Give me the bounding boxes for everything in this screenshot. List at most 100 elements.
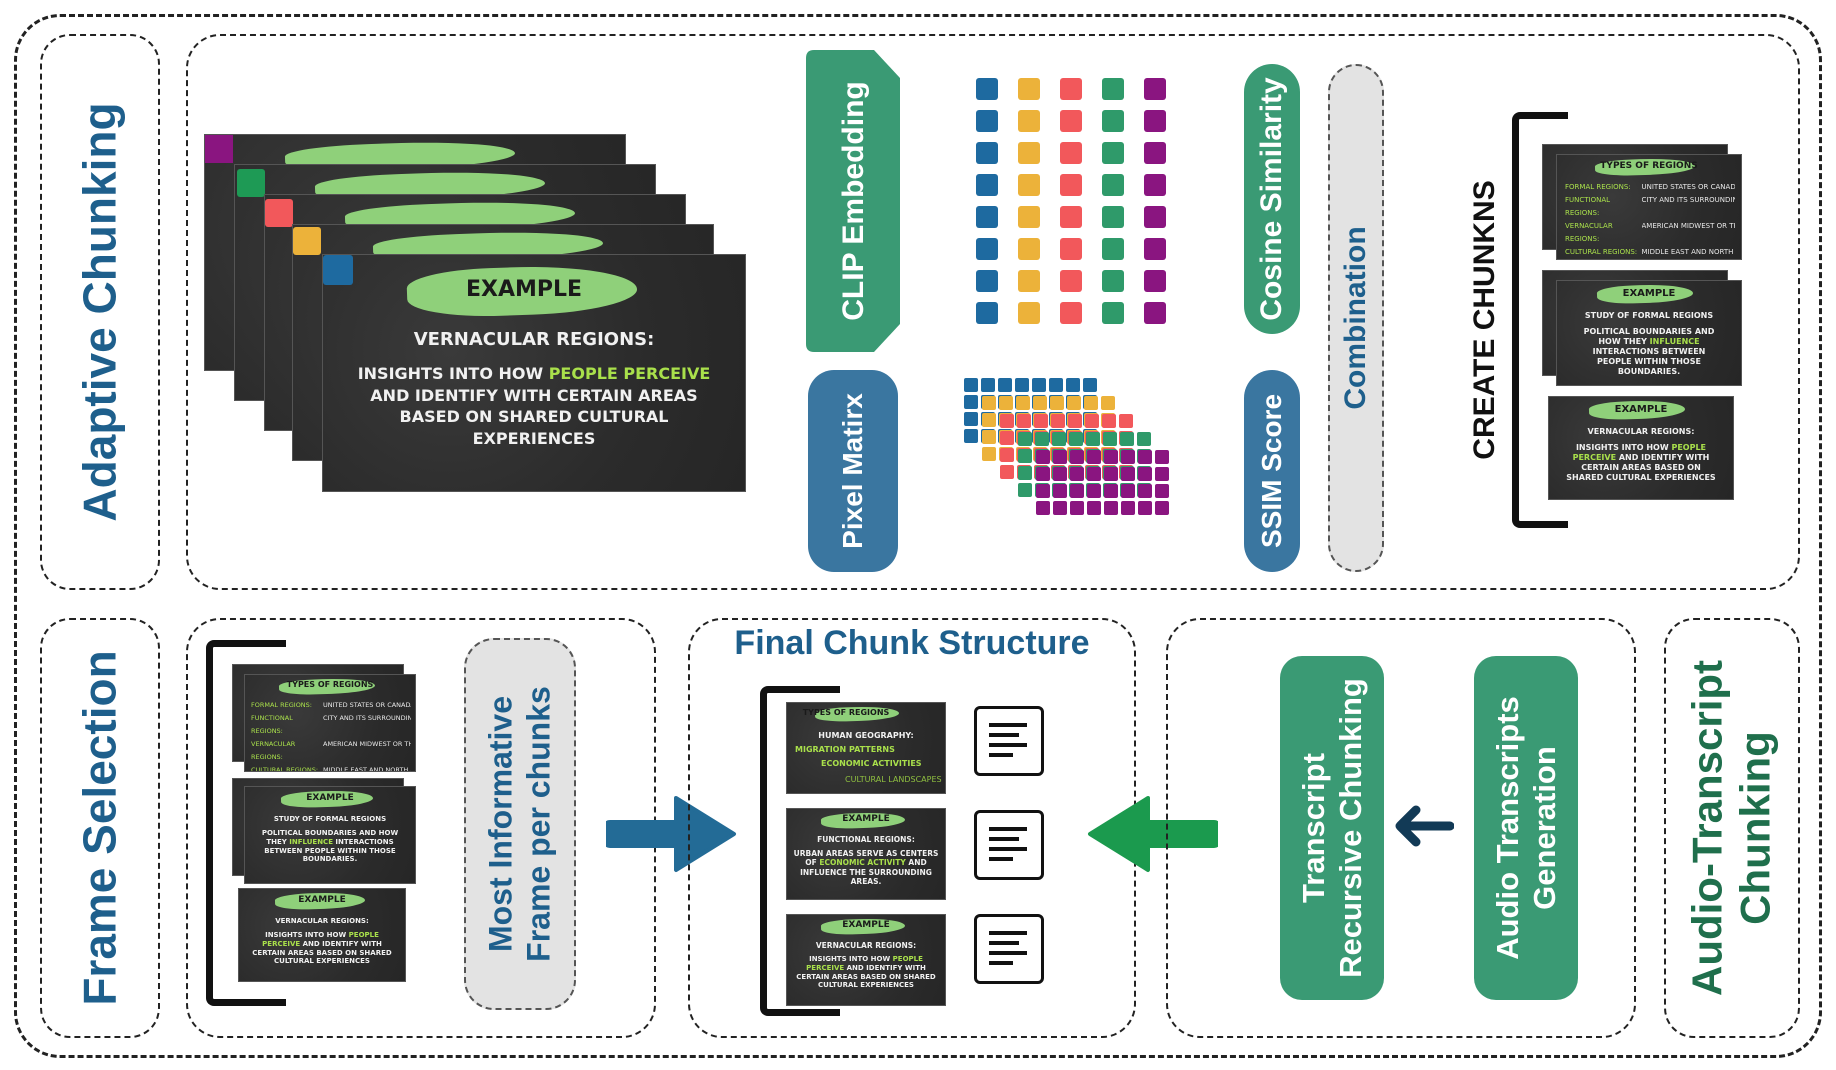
pixel-cell xyxy=(1137,432,1151,446)
slide-body: INSIGHTS INTO HOW PEOPLE PERCEIVE AND ID… xyxy=(323,363,745,449)
types-row: FORMAL REGIONS:UNITED STATES OR CANADA xyxy=(251,699,411,712)
types-row-example: CITY AND ITS SURROUNDING SUBURBS xyxy=(323,714,411,722)
pixel-cell xyxy=(1070,450,1084,464)
pixel-cell xyxy=(1032,378,1046,392)
embedding-cell xyxy=(976,174,998,196)
embedding-cell xyxy=(976,110,998,132)
most-informative-line-2: Frame per chunks xyxy=(521,686,557,962)
embedding-cell xyxy=(1144,238,1166,260)
frame-types-rows: FORMAL REGIONS:UNITED STATES OR CANADA FU… xyxy=(251,699,411,772)
embedding-cell xyxy=(1102,78,1124,100)
audio-generation-line-1: Audio Transcripts xyxy=(1489,696,1525,960)
audio-generation-line-2: Generation xyxy=(1527,746,1562,910)
frame-formal-heading: STUDY OF FORMAL REGIONS xyxy=(273,815,387,823)
final-vernacular-body-pre: INSIGHTS INTO HOW xyxy=(809,955,891,963)
combination-box: Combination xyxy=(1328,64,1384,572)
types-row-label: PHYSICAL REGIONS: xyxy=(1565,259,1635,260)
final-human-geo: HUMAN GEOGRAPHY: xyxy=(818,731,914,740)
outer-frame xyxy=(14,14,1822,1058)
vernacular-slide-title: EXAMPLE xyxy=(1614,404,1668,415)
pixel-cell xyxy=(964,429,978,443)
clip-embedding-box: CLIP Embedding xyxy=(806,50,902,352)
embedding-cell xyxy=(1060,174,1082,196)
audio-transcript-label: Audio-Transcript Chunking xyxy=(1684,660,1781,996)
formal-body-pre: POLITICAL BOUNDARIES AND HOW THEY xyxy=(1583,327,1715,346)
embedding-cell xyxy=(1144,142,1166,164)
pixel-cell xyxy=(998,378,1012,392)
embedding-cell xyxy=(1060,78,1082,100)
most-informative-label: Most Informative Frame per chunks xyxy=(482,686,559,962)
types-row: VERNACULAR REGIONS: AMERICAN MIDWEST OR T… xyxy=(1565,220,1735,246)
embedding-cell xyxy=(1018,238,1040,260)
pixel-cell xyxy=(1103,432,1117,446)
pixel-cell xyxy=(1155,484,1169,498)
transcript-recursive-line-2: Recursive Chunking xyxy=(1333,678,1368,978)
embedding-cell xyxy=(1060,270,1082,292)
types-row-label: VERNACULAR REGIONS: xyxy=(251,740,296,761)
final-slide-vernacular: EXAMPLE VERNACULAR REGIONS: INSIGHTS INT… xyxy=(786,914,946,1006)
final-functional-body: URBAN AREAS SERVE AS CENTERS OF ECONOMIC… xyxy=(787,849,945,887)
frame-formal-body: POLITICAL BOUNDARIES AND HOW THEY INFLUE… xyxy=(245,829,415,864)
pixel-cell xyxy=(1015,378,1029,392)
frame-selection-label-box: Frame Selection xyxy=(40,618,160,1038)
embedding-cell xyxy=(1144,110,1166,132)
pixel-cell xyxy=(999,396,1013,410)
frame-vernacular-body-post: AND IDENTIFY WITH CERTAIN AREAS BASED ON… xyxy=(252,939,392,966)
embedding-cell xyxy=(976,238,998,260)
embedding-cell xyxy=(976,270,998,292)
pixel-cell xyxy=(1086,432,1100,446)
types-title: TYPES OF REGIONS xyxy=(1600,161,1698,171)
types-row-label: FUNCTIONAL REGIONS: xyxy=(251,714,293,735)
pixel-cell xyxy=(1034,414,1048,428)
embedding-cell xyxy=(1018,110,1040,132)
frame-formal-body-highlight: INFLUENCE xyxy=(289,837,333,846)
embedding-cell xyxy=(1060,142,1082,164)
types-row-example: AMERICAN MIDWEST OR THE DEEP SOUTH xyxy=(1641,222,1736,230)
pixel-cell xyxy=(1053,501,1067,515)
transcript-document-icon xyxy=(974,914,1044,984)
clip-embedding-shape xyxy=(806,50,900,352)
types-row-label: FUNCTIONAL REGIONS: xyxy=(1565,196,1611,217)
stack-marker-green xyxy=(237,169,265,197)
embedding-cell xyxy=(1102,110,1124,132)
vernacular-body-pre: INSIGHTS INTO HOW xyxy=(1575,443,1669,452)
frame-selection-label: Frame Selection xyxy=(73,650,126,1006)
embedding-cell xyxy=(1144,206,1166,228)
create-chunks-bracket xyxy=(1512,112,1568,528)
final-types-title: TYPES OF REGIONS xyxy=(802,708,890,717)
frame-formal-body-pre: POLITICAL BOUNDARIES AND HOW THEY xyxy=(261,829,399,846)
pixel-cell xyxy=(1036,484,1050,498)
types-row: VERNACULAR REGIONS:AMERICAN MIDWEST OR T… xyxy=(251,738,411,764)
pixel-cell xyxy=(1121,450,1135,464)
pixel-cell xyxy=(1050,396,1064,410)
types-row-label: CULTURAL REGIONS: xyxy=(251,766,319,772)
embedding-cell xyxy=(1144,78,1166,100)
formal-heading: STUDY OF FORMAL REGIONS xyxy=(1584,311,1714,320)
pixel-cell xyxy=(1085,414,1099,428)
vernacular-body: INSIGHTS INTO HOW PEOPLE PERCEIVE AND ID… xyxy=(1549,443,1733,483)
stack-marker-purple xyxy=(205,135,233,163)
final-vernacular-body-post: AND IDENTIFY WITH CERTAIN AREAS BASED ON… xyxy=(796,963,936,990)
final-functional-title: EXAMPLE xyxy=(842,814,890,824)
final-vernacular-title: EXAMPLE xyxy=(842,920,890,930)
pixel-cell xyxy=(1067,396,1081,410)
formal-slide-title: EXAMPLE xyxy=(1622,288,1676,299)
final-functional-heading: FUNCTIONAL REGIONS: xyxy=(817,835,915,844)
types-row: CULTURAL REGIONS:MIDDLE EAST AND NORTH A… xyxy=(1565,246,1735,259)
pixel-cell xyxy=(1121,501,1135,515)
types-row-label: VERNACULAR REGIONS: xyxy=(1565,222,1613,243)
final-functional-body-highlight: ECONOMIC ACTIVITY xyxy=(819,858,906,868)
frame-slide-formal: EXAMPLE STUDY OF FORMAL REGIONS POLITICA… xyxy=(244,786,416,884)
embedding-cell xyxy=(1102,174,1124,196)
embedding-cell xyxy=(1144,270,1166,292)
pixel-cell xyxy=(982,396,996,410)
pixel-cell xyxy=(1016,396,1030,410)
pixel-cell xyxy=(1053,450,1067,464)
formal-body-post: INTERACTIONS BETWEEN PEOPLE WITHIN THOSE… xyxy=(1592,347,1706,376)
transcript-recursive-label: Transcript Recursive Chunking xyxy=(1295,678,1369,978)
adaptive-chunking-panel xyxy=(186,34,1800,590)
embedding-cell xyxy=(1102,238,1124,260)
pixel-cell xyxy=(1119,414,1133,428)
pixel-cell xyxy=(982,430,996,444)
types-row-label: FORMAL REGIONS: xyxy=(251,701,312,709)
